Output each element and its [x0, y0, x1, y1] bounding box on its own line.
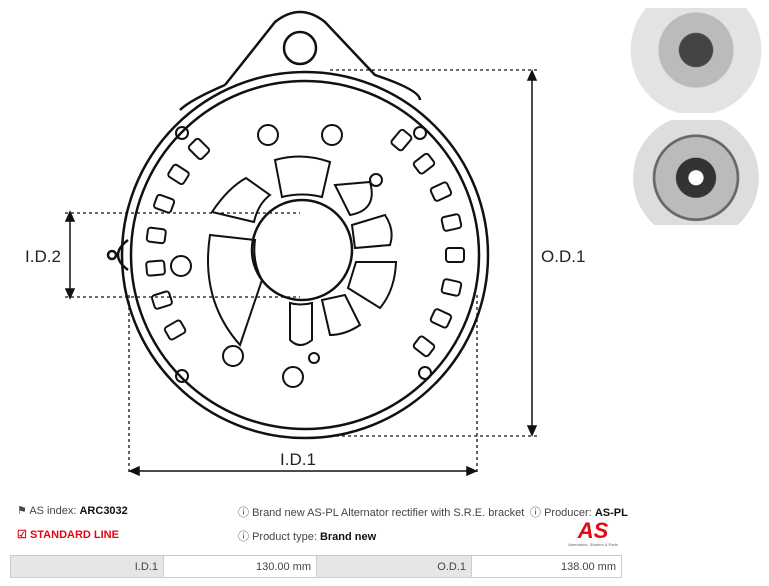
- spec-label: O.D.1: [316, 555, 472, 578]
- as-index: ⚑ AS index: ARC3032: [17, 505, 128, 517]
- slot: [153, 193, 176, 214]
- id1-label: I.D.1: [280, 450, 316, 469]
- spec-value: 138.00 mm: [471, 555, 622, 578]
- slot: [145, 226, 167, 245]
- description: ⓘ Brand new AS-PL Alternator rectifier w…: [238, 507, 525, 519]
- specs-table: I.D.1 130.00 mm O.D.1 138.00 mm: [10, 555, 622, 578]
- technical-drawing: I.D.2 O.D.1 I.D.1: [25, 10, 585, 477]
- standard-line-badge: ☑ STANDARD LINE: [17, 529, 119, 541]
- slot: [412, 335, 436, 358]
- od1-label: O.D.1: [541, 247, 585, 266]
- info-icon: ⓘ: [238, 507, 249, 519]
- slot: [440, 278, 463, 297]
- info-icon: ⓘ: [530, 507, 541, 519]
- slot: [440, 213, 463, 232]
- slot: [187, 137, 211, 161]
- producer: ⓘ Producer: AS-PL: [530, 507, 628, 519]
- slot: [412, 152, 436, 175]
- table-row: I.D.1 130.00 mm O.D.1 138.00 mm: [10, 555, 622, 578]
- slot: [167, 163, 190, 186]
- spec-value: 130.00 mm: [163, 555, 317, 578]
- tag-icon: ⚑: [17, 505, 27, 517]
- product-type: ⓘ Product type: Brand new: [238, 531, 377, 543]
- info-icon: ⓘ: [238, 531, 249, 543]
- spec-label: I.D.1: [10, 555, 164, 578]
- slot: [390, 128, 413, 152]
- rectifier-outline: [106, 10, 490, 440]
- slot: [145, 259, 166, 277]
- slot: [163, 319, 187, 341]
- slot: [429, 308, 453, 329]
- slot: [151, 290, 173, 310]
- slot: [429, 181, 453, 202]
- id2-label: I.D.2: [25, 247, 61, 266]
- checkbox-icon: ☑: [17, 529, 27, 541]
- product-photo-back[interactable]: [628, 120, 764, 225]
- slot: [445, 247, 465, 263]
- product-photo-front[interactable]: [628, 8, 764, 113]
